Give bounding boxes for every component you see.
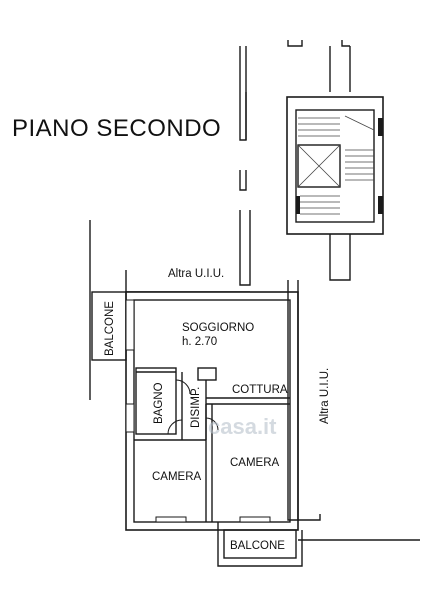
neighbor-label-top: Altra U.I.U. [168, 268, 224, 280]
watermark-logo: casa.it [208, 414, 277, 439]
corridor-walls [239, 210, 351, 286]
doors [125, 299, 271, 523]
room-label-cottura: COTTURA [232, 384, 288, 396]
room-label-camera-right: CAMERA [230, 457, 280, 469]
stair-core [286, 96, 384, 235]
room-label-disimp: DISIMP. [190, 387, 202, 428]
neighbor-label-right: Altra U.I.U. [319, 368, 331, 424]
plan-title: PIANO SECONDO [12, 115, 221, 142]
stair-treads [298, 115, 375, 215]
room-label-camera-left: CAMERA [152, 471, 202, 483]
room-label-height: h. 2.70 [182, 336, 217, 348]
upper-walls [239, 40, 351, 191]
room-label-bagno: BAGNO [153, 382, 165, 424]
internal-walls [134, 367, 290, 522]
room-label-soggiorno: SOGGIORNO [182, 322, 254, 334]
room-label-balcone-left: BALCONE [104, 301, 116, 356]
room-label-balcone-bottom: BALCONE [230, 540, 285, 552]
